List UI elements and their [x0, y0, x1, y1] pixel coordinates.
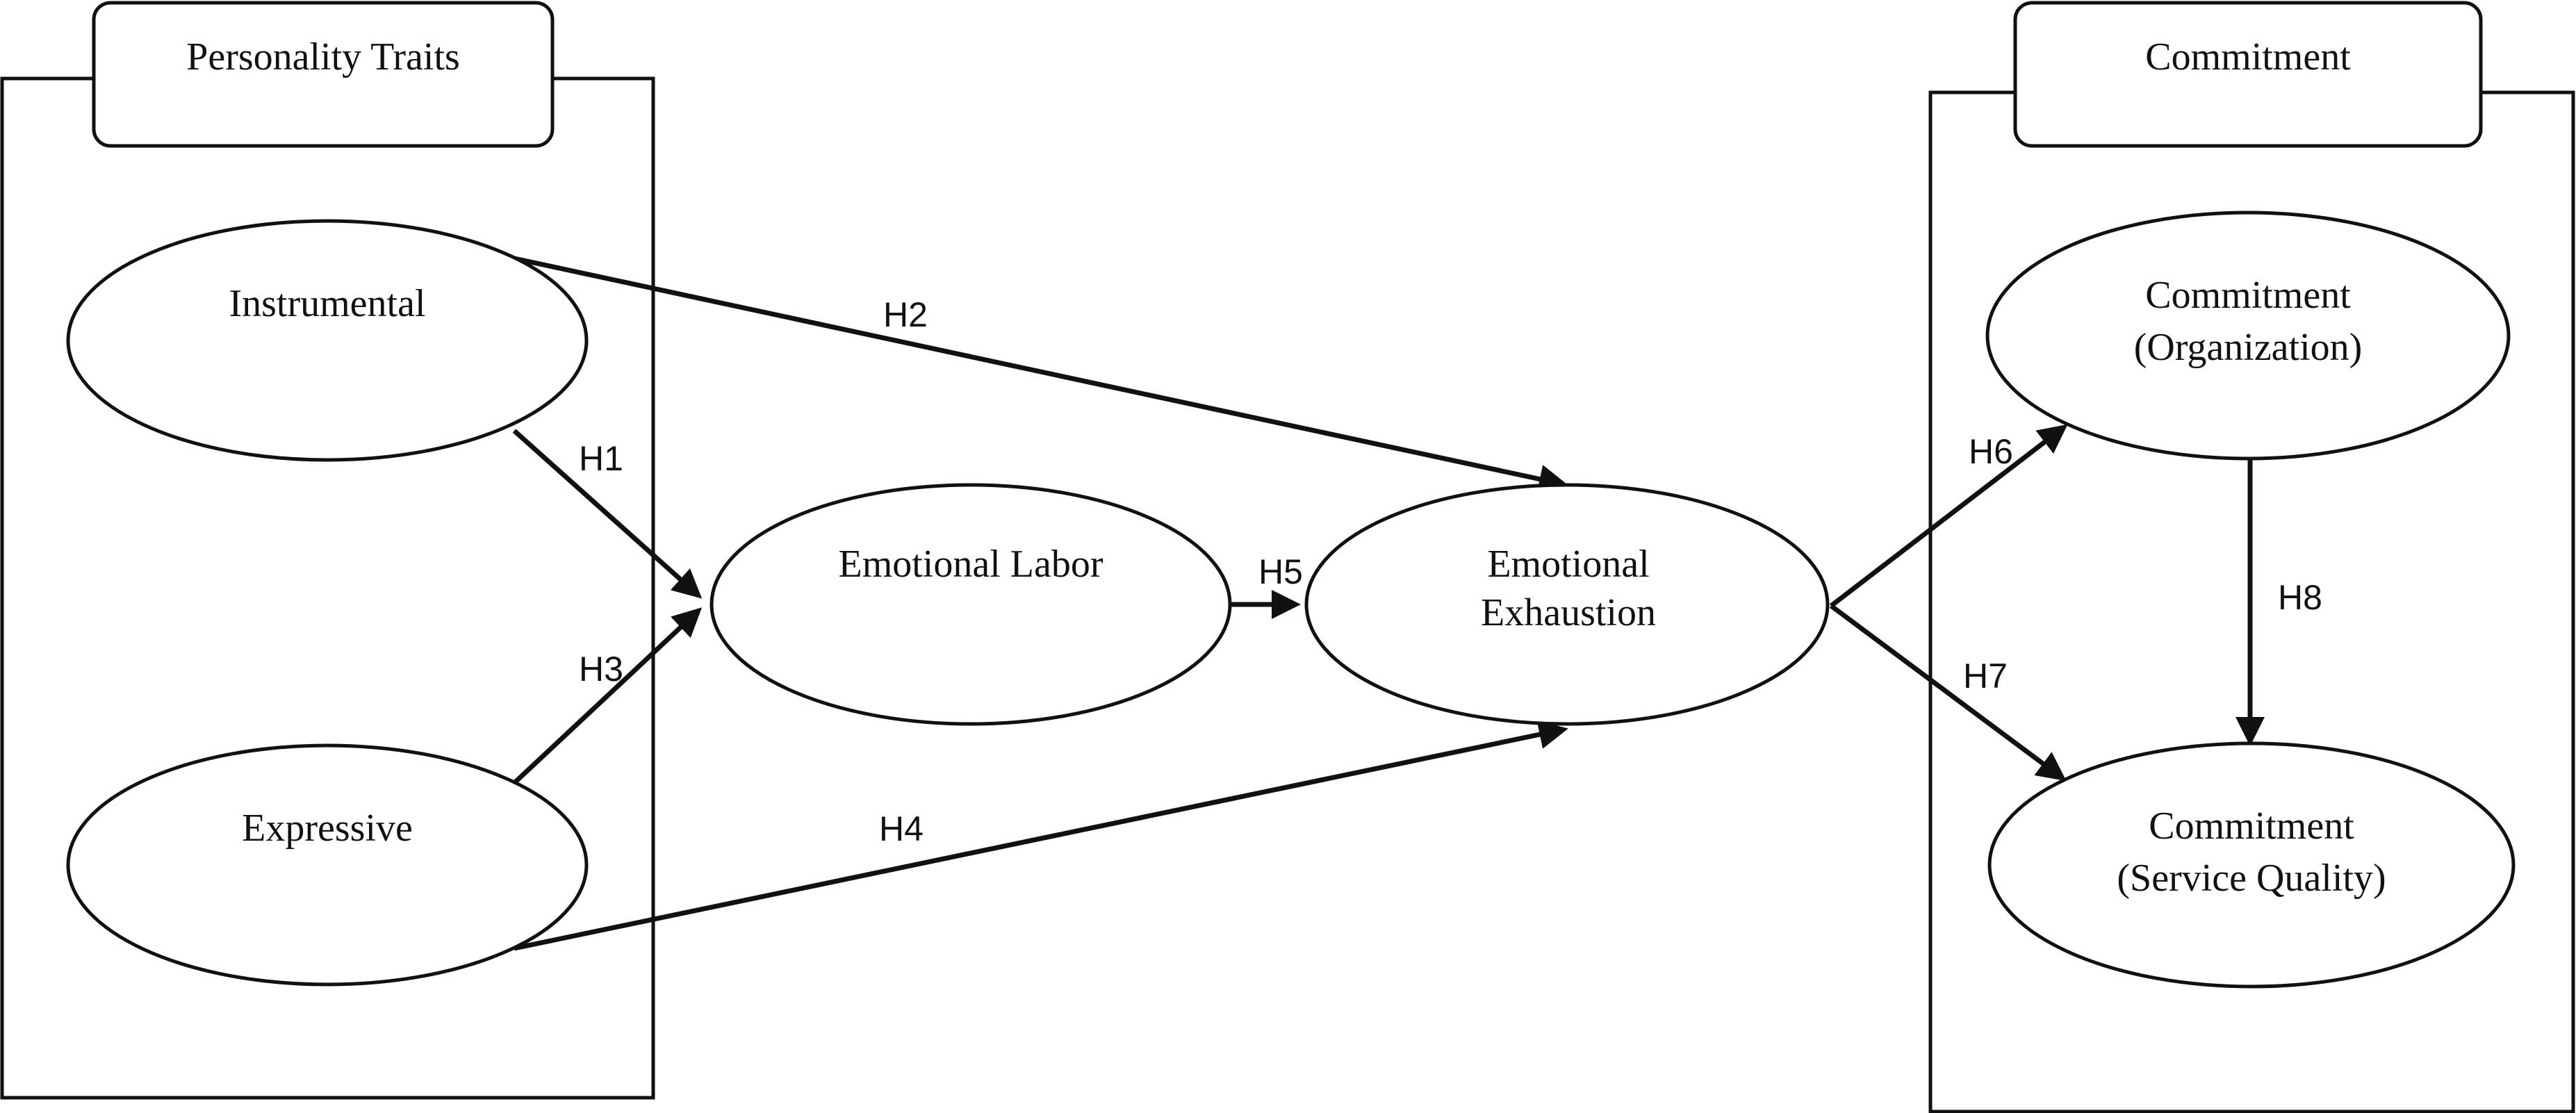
edge-h1 — [512, 429, 703, 599]
personality-traits-title-box — [92, 1, 555, 148]
node-commitment-organization: Commitment (Organization) — [1985, 211, 2511, 461]
label-h7: H7 — [1963, 657, 2008, 695]
emotional-exhaustion-ellipse — [1304, 483, 1830, 726]
edge-h6 — [1829, 424, 2068, 608]
commitment-service-quality-label-line1: Commitment — [2149, 805, 2354, 848]
node-commitment-service-quality: Commitment (Service Quality) — [1987, 741, 2516, 989]
commitment-organization-label-line2: (Organization) — [2134, 326, 2363, 369]
instrumental-label: Instrumental — [229, 282, 425, 325]
emotional-labor-label: Emotional Labor — [838, 543, 1103, 586]
emotional-labor-ellipse — [709, 483, 1232, 726]
node-instrumental: Instrumental — [66, 219, 589, 462]
label-h8: H8 — [2278, 578, 2322, 617]
label-h5: H5 — [1258, 552, 1303, 591]
commitment-title-box — [2013, 1, 2483, 148]
personality-traits-group: Personality Traits — [0, 1, 655, 1100]
edges — [512, 256, 2265, 951]
personality-traits-title: Personality Traits — [186, 35, 460, 79]
commitment-group: Commitment — [1928, 1, 2575, 1113]
edge-h3 — [512, 607, 703, 785]
edge-h2 — [514, 256, 1568, 494]
edge-h7 — [1829, 604, 2067, 782]
label-h2: H2 — [883, 295, 928, 334]
commitment-organization-label-line1: Commitment — [2145, 274, 2351, 317]
label-h3: H3 — [579, 650, 623, 689]
emotional-exhaustion-label-line1: Emotional — [1487, 543, 1649, 586]
edge-h4 — [514, 720, 1568, 951]
expressive-label: Expressive — [242, 807, 413, 850]
node-expressive: Expressive — [66, 743, 589, 987]
label-h6: H6 — [1969, 432, 2013, 471]
commitment-title: Commitment — [2145, 35, 2351, 79]
label-h4: H4 — [879, 809, 924, 848]
commitment-service-quality-ellipse — [1987, 741, 2516, 989]
emotional-exhaustion-label-line2: Exhaustion — [1481, 591, 1656, 634]
expressive-ellipse — [66, 743, 589, 987]
commitment-organization-ellipse — [1985, 211, 2511, 461]
instrumental-ellipse — [66, 219, 589, 462]
label-h1: H1 — [579, 439, 623, 478]
node-emotional-exhaustion: Emotional Exhaustion — [1304, 483, 1830, 726]
commitment-service-quality-label-line2: (Service Quality) — [2117, 857, 2386, 900]
hypothesis-labels: H1 H2 H3 H4 H5 H6 H7 H8 — [579, 295, 2322, 848]
node-emotional-labor: Emotional Labor — [709, 483, 1232, 726]
